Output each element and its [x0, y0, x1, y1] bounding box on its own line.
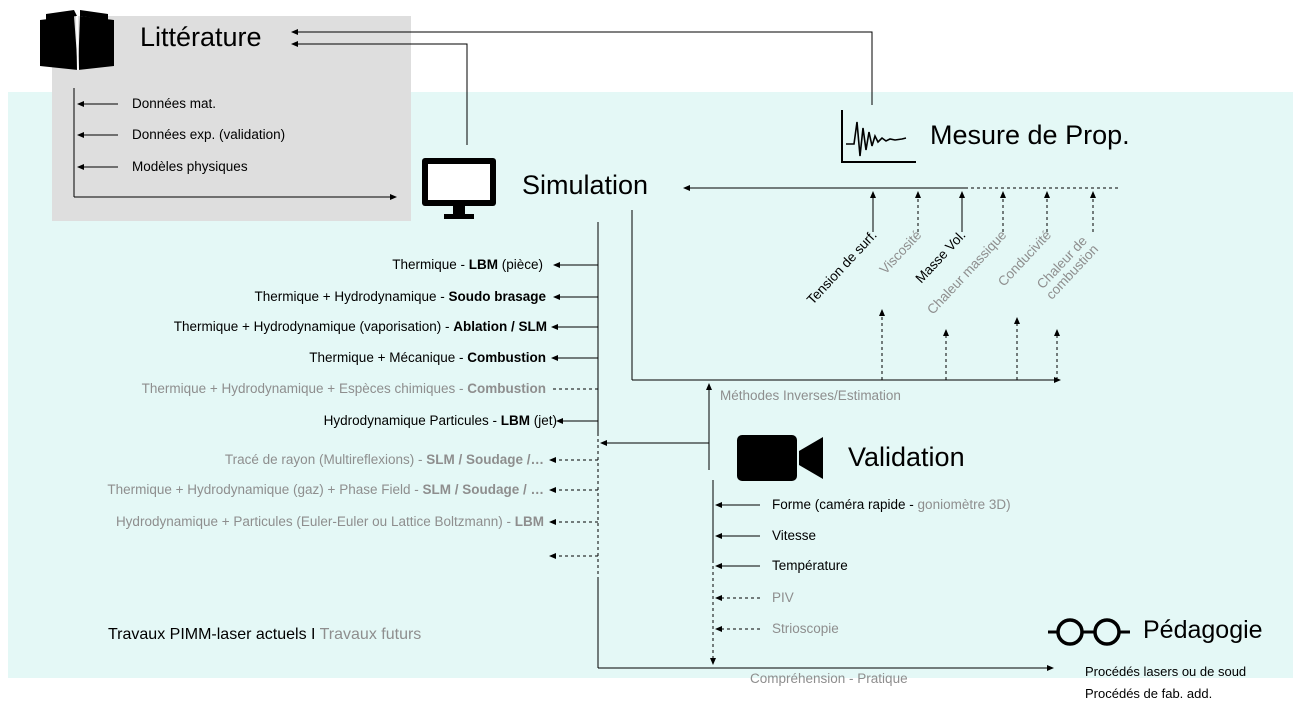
validation-item-temperature: Température — [772, 558, 848, 573]
litterature-item: Données exp. (validation) — [132, 127, 286, 142]
computer-monitor-icon — [422, 158, 496, 219]
litterature-item: Modèles physiques — [132, 159, 248, 174]
future-simulation-item: Thermique + Hydrodynamique (gaz) + Phase… — [107, 482, 544, 497]
measurement-signal-icon — [841, 110, 916, 163]
simulation-item: Thermique + Hydrodynamique - Soudo brasa… — [254, 289, 547, 304]
simulation-title: Simulation — [522, 170, 649, 200]
validation-title: Validation — [848, 442, 965, 472]
video-camera-icon — [737, 435, 823, 481]
simulation-item: Thermique + Hydrodynamique + Espèces chi… — [141, 381, 546, 396]
legend: Travaux PIMM-laser actuels I Travaux fut… — [108, 626, 422, 643]
validation-item-vitesse: Vitesse — [772, 528, 817, 543]
pedagogie-item: Procédés de fab. add. — [1085, 686, 1213, 701]
book-icon — [40, 10, 114, 71]
validation-item-piv: PIV — [772, 590, 794, 605]
validation-item-forme: Forme (caméra rapide - goniomètre 3D) — [772, 497, 1011, 512]
glasses-icon — [1048, 618, 1130, 646]
simulation-item: Thermique + Hydrodynamique (vaporisation… — [173, 319, 547, 334]
comprehension-label: Compréhension - Pratique — [750, 671, 908, 686]
future-simulation-item: Tracé de rayon (Multireflexions) - SLM /… — [224, 452, 544, 467]
mesure-title: Mesure de Prop. — [930, 120, 1130, 150]
validation-item-strioscopie: Strioscopie — [772, 621, 839, 636]
litterature-item: Données mat. — [132, 96, 217, 111]
pedagogie-title: Pédagogie — [1143, 616, 1263, 644]
methodes-label: Méthodes Inverses/Estimation — [720, 388, 901, 403]
simulation-item: Hydrodynamique Particules - LBM (jet) — [323, 413, 557, 428]
simulation-item: Thermique + Mécanique - Combustion — [309, 350, 546, 365]
future-simulation-item: Hydrodynamique + Particules (Euler-Euler… — [115, 514, 544, 529]
litterature-title: Littérature — [140, 22, 262, 52]
simulation-item: Thermique - LBM (pièce) — [392, 257, 543, 272]
pedagogie-item: Procédés lasers ou de soud — [1085, 664, 1247, 679]
